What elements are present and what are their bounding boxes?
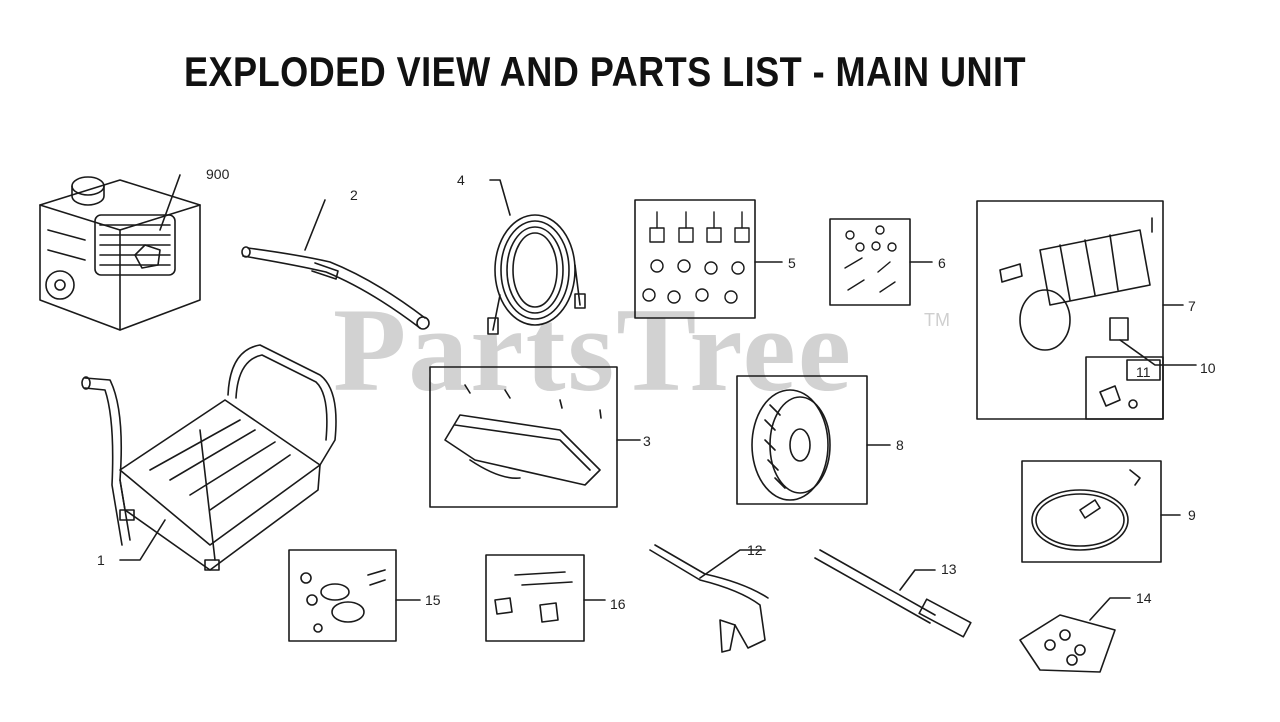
callout-9: 9 xyxy=(1188,507,1196,523)
wheel-kit-box[interactable] xyxy=(288,549,421,642)
page-title: EXPLODED VIEW AND PARTS LIST - MAIN UNIT xyxy=(184,48,1026,95)
callout-16: 16 xyxy=(610,596,626,612)
wand-part[interactable] xyxy=(814,549,972,638)
watermark: PartsTree xyxy=(333,283,853,416)
belt-kit-box[interactable] xyxy=(1021,460,1181,563)
callout-2: 2 xyxy=(350,187,358,203)
callout-5: 5 xyxy=(788,255,796,271)
trademark: TM xyxy=(924,310,950,330)
nozzle-kit-part[interactable] xyxy=(1019,597,1131,673)
wheel-box[interactable] xyxy=(736,375,891,505)
callout-7: 7 xyxy=(1188,298,1196,314)
callout-8: 8 xyxy=(896,437,904,453)
callout-11: 11 xyxy=(1136,364,1151,380)
frame-part[interactable] xyxy=(81,344,337,571)
pump-box[interactable] xyxy=(976,200,1197,420)
hardware-box-6[interactable] xyxy=(829,218,933,306)
engine-part[interactable] xyxy=(39,174,201,331)
callout-15: 15 xyxy=(425,592,441,608)
hardware-box-5[interactable] xyxy=(634,199,783,319)
callout-4: 4 xyxy=(457,172,465,188)
callout-6: 6 xyxy=(938,255,946,271)
callout-900: 900 xyxy=(206,166,230,182)
callout-3: 3 xyxy=(643,433,651,449)
callout-10: 10 xyxy=(1200,360,1216,376)
spray-gun-part[interactable] xyxy=(649,544,769,653)
callout-12: 12 xyxy=(747,542,763,558)
hose-part[interactable] xyxy=(487,179,586,335)
handle-bar-part[interactable] xyxy=(241,199,430,330)
handle-kit-box[interactable] xyxy=(485,554,606,642)
callout-13: 13 xyxy=(941,561,957,577)
callout-14: 14 xyxy=(1136,590,1152,606)
callout-1: 1 xyxy=(97,552,105,568)
panel-box[interactable] xyxy=(429,366,641,508)
